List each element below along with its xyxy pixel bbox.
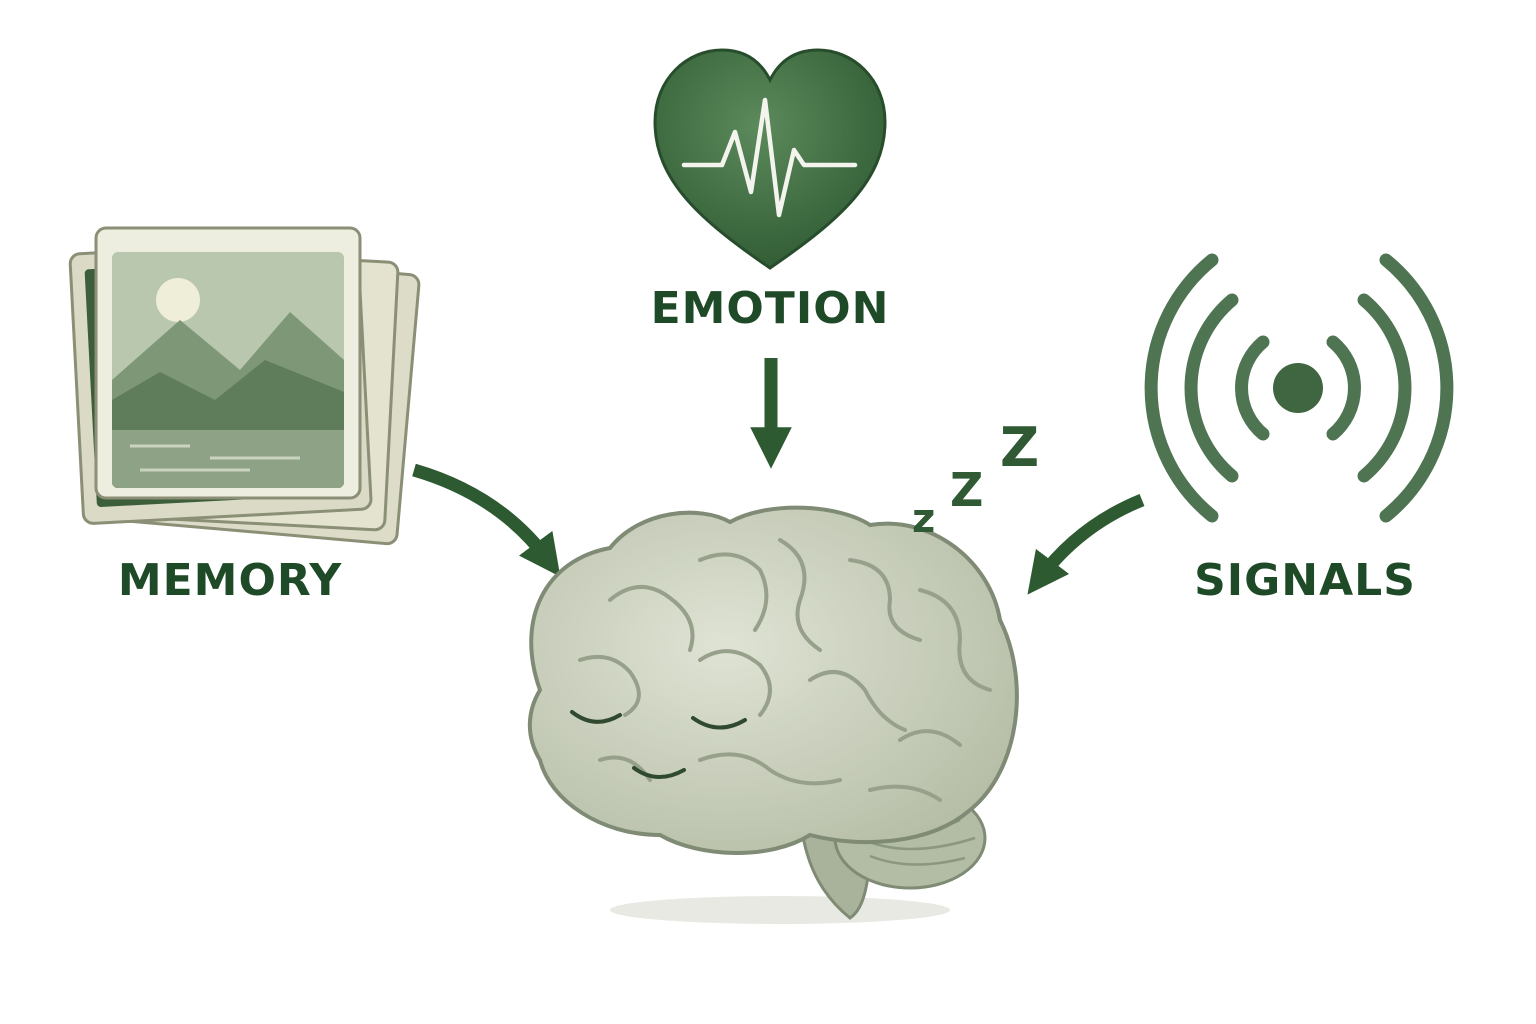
sleep-z-large: Z bbox=[1000, 416, 1039, 479]
sleep-z-small: z bbox=[912, 496, 935, 542]
arrow-signals-to-brain bbox=[1027, 493, 1145, 595]
label-memory: MEMORY bbox=[117, 555, 343, 606]
label-signals: SIGNALS bbox=[1194, 555, 1416, 606]
heart-pulse-icon bbox=[653, 48, 887, 270]
sleep-z-medium: Z bbox=[950, 463, 983, 517]
label-emotion: EMOTION bbox=[650, 283, 890, 334]
sleep-z-letters: z Z Z bbox=[912, 416, 1039, 542]
photo-stack-icon bbox=[68, 226, 421, 546]
arrow-memory-to-brain bbox=[412, 463, 561, 577]
sleeping-brain-icon bbox=[527, 505, 1019, 924]
broadcast-signal-icon bbox=[1144, 253, 1454, 523]
